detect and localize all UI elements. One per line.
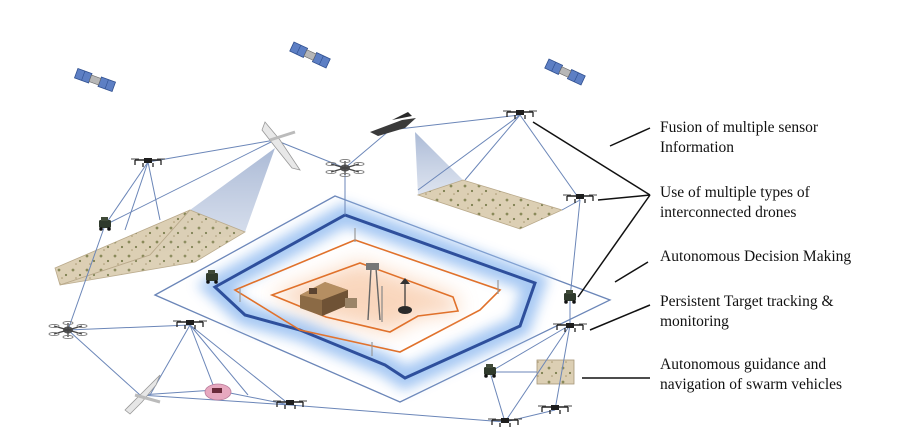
label-line: interconnected drones <box>660 204 797 221</box>
label-line: Autonomous guidance and <box>660 356 827 373</box>
sensor-footprint-left <box>54 148 275 286</box>
label-target-tracking: Persistent Target tracking & monitoring <box>660 292 834 332</box>
operating-area-outline <box>153 195 612 403</box>
callout-lines <box>532 121 651 379</box>
label-line: Persistent Target tracking & <box>660 293 834 310</box>
hexacopter-icon <box>48 320 88 340</box>
label-guidance-navigation: Autonomous guidance and navigation of sw… <box>660 355 842 395</box>
quadcopter-icon <box>172 319 208 330</box>
label-line: navigation of swarm vehicles <box>660 376 843 393</box>
label-line: Fusion of multiple sensor <box>660 119 819 136</box>
label-line: Autonomous Decision Making <box>660 248 852 265</box>
label-line: Information <box>660 139 735 156</box>
ground-vehicle-icon <box>484 364 496 378</box>
quadcopter-icon <box>130 157 166 168</box>
sensor-footprint-right <box>415 132 564 230</box>
fixed-wing-drone-icon <box>370 112 416 136</box>
perimeter-boundary <box>196 202 549 391</box>
satellite-icon <box>544 58 586 86</box>
fixed-wing-drone-icon <box>124 374 161 415</box>
perimeter-sensor-posts <box>239 228 499 356</box>
quadcopter-icon <box>552 322 588 333</box>
target-marker-icon <box>204 383 232 401</box>
label-line: Use of multiple types of <box>660 184 810 201</box>
quadcopter-icon <box>502 109 538 120</box>
label-decision-making: Autonomous Decision Making <box>660 247 851 267</box>
target-compound <box>300 263 412 322</box>
communication-links <box>67 114 581 423</box>
hexacopter-icon <box>325 158 365 178</box>
satellite-icon <box>289 41 331 69</box>
label-multiple-drones: Use of multiple types of interconnected … <box>660 183 810 223</box>
label-sensor-fusion: Fusion of multiple sensor Information <box>660 118 818 158</box>
fixed-wing-drone-icon <box>261 121 301 171</box>
label-line: monitoring <box>660 313 729 330</box>
satellite-icon <box>74 68 116 92</box>
small-terrain-patch <box>536 359 575 385</box>
quadcopter-icon <box>487 417 523 428</box>
